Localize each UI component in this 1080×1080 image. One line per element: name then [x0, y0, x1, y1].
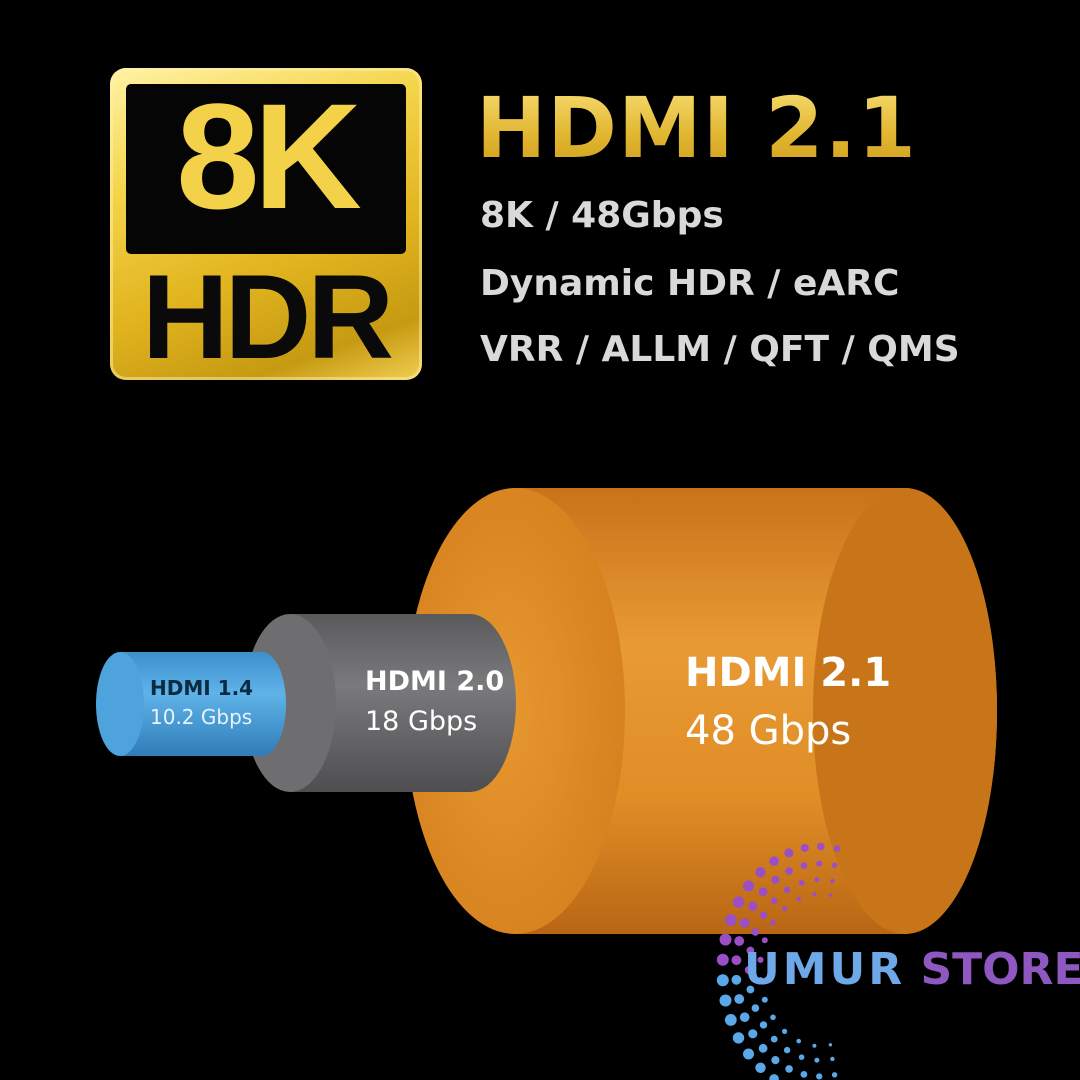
watermark-dot [744, 966, 753, 974]
watermark-dot [739, 918, 750, 928]
watermark-dot [743, 880, 754, 892]
watermark-dot [770, 1035, 778, 1043]
watermark-dot [731, 974, 742, 985]
cable-hdmi-2-1 [405, 488, 997, 934]
watermark-dot [814, 1057, 820, 1063]
watermark-dot [830, 1056, 835, 1062]
cable-hdmi-1-4-speed: 10.2 Gbps [150, 705, 253, 729]
watermark-dot [746, 946, 755, 955]
cable-hdmi-1-4-body [120, 652, 286, 756]
watermark-dot [830, 878, 835, 884]
watermark-dot [816, 1073, 823, 1080]
watermark-dot [814, 877, 820, 883]
watermark-dot [739, 1012, 750, 1022]
badge-8k-text: 8K [176, 72, 362, 240]
cable-hdmi-2-0-speed: 18 Gbps [365, 706, 478, 737]
cable-hdmi-2-1-speed: 48 Gbps [685, 708, 852, 754]
page-title: HDMI 2.1 [476, 79, 917, 177]
watermark-dot [784, 848, 794, 858]
watermark-dot [731, 955, 742, 966]
watermark-dot [761, 937, 768, 944]
badge-hdr-text: HDR [142, 250, 394, 384]
watermark-dot [755, 1062, 766, 1073]
watermark-dot [734, 936, 745, 946]
watermark-dot [816, 860, 823, 867]
watermark-dot [734, 994, 745, 1004]
watermark-dot [755, 867, 766, 878]
watermark-dot [769, 1074, 779, 1080]
watermark-dot [800, 1071, 808, 1078]
cable-hdmi-1-4-name: HDMI 1.4 [150, 676, 254, 700]
watermark-dot [828, 893, 833, 897]
watermark-dot [833, 845, 841, 852]
watermark-dot [748, 901, 758, 911]
8k-hdr-logo: 8K HDR [110, 68, 422, 380]
watermark-dot [770, 919, 776, 926]
watermark-dot [782, 1028, 788, 1034]
watermark-dot [758, 887, 768, 897]
watermark-dot [798, 880, 805, 886]
watermark-dot [732, 1032, 745, 1044]
watermark-dot [757, 977, 764, 984]
cable-hdmi-2-0-name: HDMI 2.0 [365, 666, 505, 697]
watermark-dot [770, 897, 778, 905]
watermark-dot [783, 1046, 791, 1054]
watermark-dot [783, 886, 791, 894]
watermark-dot [743, 1048, 754, 1060]
watermark-dot [719, 933, 732, 946]
watermark-dot [759, 911, 768, 919]
watermark-dot [757, 956, 764, 963]
feature-line-1: 8K / 48Gbps [480, 195, 724, 236]
watermark-dot [831, 1072, 838, 1078]
cable-hdmi-2-1-name: HDMI 2.1 [685, 650, 892, 696]
watermark-dot [770, 1014, 776, 1021]
watermark-dot [716, 974, 729, 987]
watermark-dot [771, 875, 780, 884]
watermark-dot [761, 996, 768, 1003]
watermark-dot [751, 1004, 760, 1012]
badge-black-panel [126, 84, 406, 254]
cable-hdmi-2-1-back [813, 488, 997, 934]
watermark-dot [769, 856, 779, 866]
watermark-dot [831, 862, 838, 868]
cable-hdmi-1-4 [96, 652, 286, 756]
cable-hdmi-2-0-body [290, 614, 516, 792]
watermark-word-store: STORE [920, 944, 1080, 995]
watermark-dot [800, 843, 809, 853]
feature-line-2: Dynamic HDR / eARC [480, 263, 900, 304]
watermark-dot [719, 994, 732, 1007]
watermark-dot [817, 842, 825, 851]
watermark-dots-icon [716, 842, 841, 1080]
watermark-dot [751, 928, 760, 936]
watermark-dot [748, 1029, 758, 1039]
watermark-dot [724, 914, 737, 926]
watermark-dot [796, 1038, 801, 1044]
watermark-dot [758, 1043, 768, 1053]
watermark-dot [716, 953, 729, 966]
watermark-dot [782, 906, 788, 912]
watermark-dot [732, 896, 745, 908]
watermark-dot [785, 867, 793, 875]
watermark-dot [771, 1056, 780, 1065]
watermark-dot [812, 892, 817, 897]
watermark-dot [828, 1043, 833, 1047]
watermark-dot [746, 985, 755, 994]
feature-line-3: VRR / ALLM / QFT / QMS [480, 329, 960, 370]
watermark-word-umur: UMUR [744, 944, 906, 995]
watermark-dot [796, 896, 801, 902]
watermark-dot [785, 1065, 793, 1073]
watermark-dot [798, 1054, 805, 1060]
watermark-dot [724, 1014, 737, 1026]
watermark-dot [812, 1043, 817, 1048]
cable-hdmi-1-4-face [96, 652, 144, 756]
watermark-dot [800, 862, 808, 869]
watermark-dot [759, 1021, 768, 1029]
watermark-brand: UMUR STORE [744, 944, 1080, 996]
